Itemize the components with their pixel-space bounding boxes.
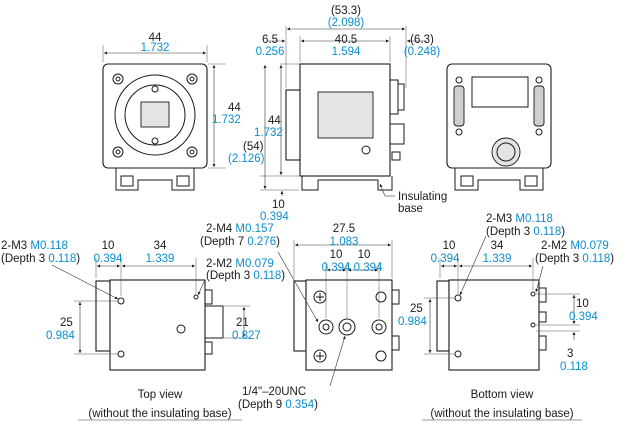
top-body [109, 279, 206, 371]
top-caption: Top view [138, 389, 183, 401]
front-width-in: 1.732 [141, 42, 170, 54]
mid-d10b-mm: 10 [358, 249, 371, 261]
top-d21-mm: 21 [236, 317, 249, 329]
top-m3-callout: 2-M3 M0.118 [1, 240, 68, 252]
mid-m4-depth: (Depth 7 0.276) [200, 236, 280, 248]
left-connector-icon [453, 85, 465, 127]
side-mid-mm: 40.5 [335, 34, 357, 46]
insulating-line2: base [398, 203, 423, 215]
side-left-mm: 6.5 [262, 34, 278, 46]
side-mid-in: 1.594 [332, 46, 361, 58]
top-d25-in: 0.984 [46, 330, 75, 342]
bottom-view [424, 235, 580, 371]
rear-body [446, 63, 552, 169]
top-m2-callout: 2-M2 M0.079 [206, 258, 274, 270]
top-d25-mm: 25 [60, 317, 73, 329]
bottom-d25-in: 0.984 [398, 316, 427, 328]
side-height-mm: 44 [268, 115, 281, 127]
mid-d10a-in: 0.394 [322, 262, 351, 274]
top-d21-in: 0.827 [232, 330, 261, 342]
bottom-caption-sub: (without the insulating base) [430, 408, 573, 420]
bottom-caption: Bottom view [471, 389, 534, 401]
top-m2-depth: (Depth 3 0.118) [206, 270, 285, 282]
mid-d10b-in: 0.394 [354, 262, 383, 274]
side-right-in: (0.248) [404, 46, 441, 58]
bottom-m3-callout: 2-M3 M0.118 [486, 213, 553, 225]
mid-m4-callout: 2-M4 M0.157 [206, 223, 274, 235]
top-caption-sub: (without the insulating base) [88, 408, 231, 420]
front-height-mm: 44 [228, 102, 241, 114]
bottom-d3-in: 0.118 [560, 361, 588, 373]
side-left-in: 0.256 [256, 46, 285, 58]
top-d34-in: 1.339 [146, 253, 175, 265]
bottom-d10-in: 0.394 [431, 253, 460, 265]
bottom-body [448, 279, 540, 371]
bottom-d25-mm: 25 [410, 303, 423, 315]
side-total-h-mm: (54) [243, 141, 264, 153]
round-connector-icon [491, 137, 521, 167]
front-width-mm: 44 [149, 32, 162, 44]
bottom-d34-mm: 34 [491, 240, 504, 252]
side-overall-mm: (53.3) [331, 5, 361, 17]
top-d10-mm: 10 [102, 240, 115, 252]
bottom-d10r-in: 0.394 [569, 311, 598, 323]
side-right-mm: (6.3) [410, 34, 434, 46]
bottom-d10r-mm: 10 [576, 298, 589, 310]
top-view [51, 258, 250, 371]
tripod-view [277, 240, 400, 387]
side-base-mm: 10 [272, 199, 285, 211]
right-connector-icon [533, 85, 545, 127]
bottom-d34-in: 1.339 [483, 253, 512, 265]
mid-d275-in: 1.083 [330, 236, 359, 248]
mid-d275-mm: 27.5 [333, 223, 355, 235]
bottom-d10-mm: 10 [443, 240, 456, 252]
rear-view [446, 63, 552, 191]
side-overall-in: (2.098) [328, 17, 365, 29]
mid-d10a-mm: 10 [330, 249, 343, 261]
top-d34-mm: 34 [154, 240, 167, 252]
unc-label: 1/4"–20UNC [242, 386, 306, 398]
bottom-m2-callout: 2-M2 M0.079 [541, 240, 609, 252]
front-height-in: 1.732 [212, 114, 241, 126]
bottom-m2-depth: (Depth 3 0.118) [535, 253, 614, 265]
front-view [102, 45, 226, 191]
side-view [260, 26, 427, 197]
bottom-d3-mm: 3 [567, 348, 573, 360]
side-total-h-in: (2.126) [228, 153, 265, 165]
unc-depth: (Depth 9 0.354) [238, 399, 318, 411]
top-d10-in: 0.394 [94, 253, 123, 265]
side-base-in: 0.394 [260, 211, 289, 223]
side-height-in: 1.732 [254, 127, 283, 139]
top-m3-depth: (Depth 3 0.118) [1, 253, 80, 265]
bottom-m3-depth: (Depth 3 0.118) [486, 226, 565, 238]
insulating-line1: Insulating [398, 191, 447, 203]
